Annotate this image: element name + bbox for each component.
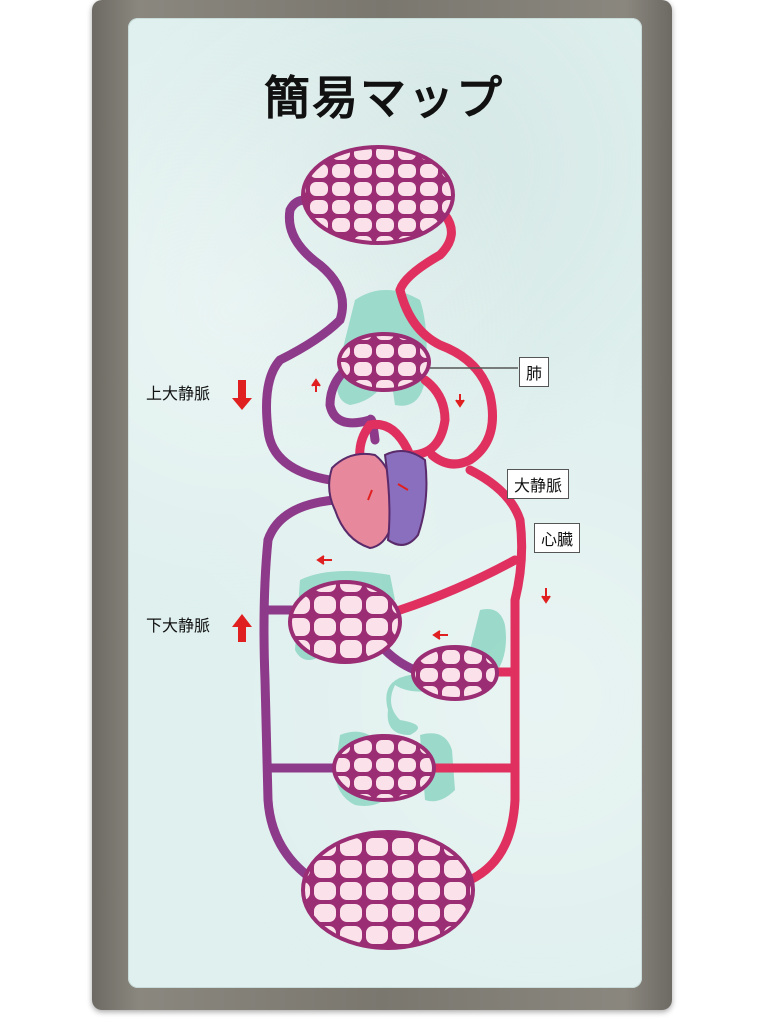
- kidney-capillaries: [332, 734, 436, 802]
- lung-capillaries: [337, 332, 431, 392]
- arrow-down-lung: [455, 394, 465, 408]
- arrow-in-heart-1: [367, 489, 373, 501]
- lower-body-capillaries: [301, 830, 475, 950]
- label-inferior-vena-cava: 下大静脈: [146, 616, 211, 635]
- arrow-left-gut: [432, 630, 448, 640]
- gut-capillaries: [411, 645, 499, 701]
- ivc-up-arrow: [232, 614, 252, 642]
- heart-left-side: [328, 452, 397, 550]
- vein-head-loop: [262, 195, 347, 485]
- arrow-down-aorta: [541, 588, 551, 604]
- svc-down-arrow: [232, 380, 252, 410]
- diagram-title: 簡易マップ: [264, 71, 504, 125]
- brain-capillaries: [301, 145, 455, 245]
- label-aorta: 大静脈: [507, 469, 570, 499]
- liver-capillaries: [288, 580, 402, 664]
- vein-lower-body: [259, 495, 340, 895]
- flow-arrows: [311, 378, 551, 640]
- heart: [328, 450, 428, 550]
- arrow-up-lung: [311, 378, 321, 392]
- label-superior-vena-cava: 上大静脈: [146, 384, 211, 403]
- label-lung: 肺: [519, 357, 550, 387]
- arrow-left-heart: [316, 555, 332, 565]
- artery-descending: [465, 465, 527, 885]
- artery-head-loop: [395, 210, 497, 469]
- heart-right-side: [383, 450, 428, 546]
- big-arrows: [232, 380, 252, 642]
- artery-branch-liver: [395, 555, 520, 615]
- label-heart: 心臓: [534, 523, 581, 553]
- arrow-in-heart-2: [397, 483, 409, 491]
